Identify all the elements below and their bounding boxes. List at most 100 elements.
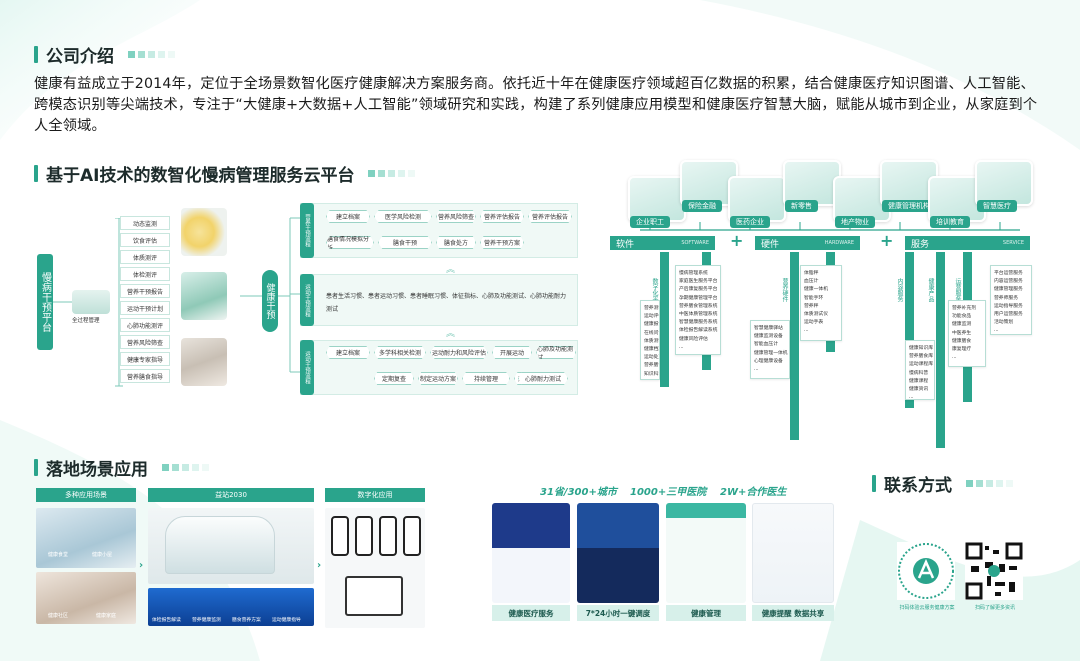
platform-list-item: 营养干预报告 [120, 284, 170, 298]
title-bar-decoration [34, 46, 38, 63]
qr-pattern-icon [965, 542, 1023, 600]
shot-caption-1: 健康医疗服务 [492, 605, 570, 621]
process-step: 心肺及功能测试 [536, 346, 576, 359]
stat-doctors: 2W+合作医生 [720, 487, 787, 498]
leaf-item: ... [679, 344, 684, 350]
leaf-item: 营养膳食管理系统 [679, 303, 718, 309]
contact-title: 联系方式 [884, 476, 952, 496]
software-header: 软件 SOFTWARE [610, 236, 715, 250]
leaf-item: 运动课程库 [909, 362, 933, 368]
dashboard-strip [148, 588, 314, 626]
dashboard-caption: 膳食营养方案 [232, 618, 261, 623]
process-step: 持续管理 [462, 372, 510, 385]
leaf-item: 用户运营服务 [994, 312, 1023, 318]
platform-list-item: 动态监测 [120, 216, 170, 230]
leaf-item: 知识科普 [644, 371, 659, 377]
platform-list-item: 营养膳食指导 [120, 369, 170, 383]
leaf-item: 智能血压计 [754, 342, 778, 348]
industry-card-label: 保险金融 [682, 200, 722, 212]
process-step: 开展运动 [492, 346, 532, 359]
leaf-item: 产后康复服务平台 [679, 287, 718, 293]
process-step: 营养评估报告 [528, 210, 572, 223]
leaf-item: 慢病管理系统 [679, 271, 708, 276]
stalk-label: 营养硬件 [781, 278, 788, 302]
industry-card-label: 智慧医疗 [977, 200, 1017, 212]
laptop-mockup [345, 576, 403, 616]
leaf-item: ... [804, 328, 809, 334]
service-label: 服务 [911, 239, 930, 250]
row-3-label: 运动干预流程 [300, 340, 314, 395]
leaf-item: 营养秤 [804, 303, 819, 309]
leaf-item: 健康知识库 [909, 346, 933, 351]
leaf-item: 运动评估 [644, 314, 659, 320]
software-en: SOFTWARE [681, 240, 709, 246]
title-bar-decoration [34, 165, 38, 182]
scene-image-home [36, 572, 136, 624]
shot-caption-4: 健康提醒 数据共享 [752, 605, 834, 621]
app-screenshot-1 [492, 503, 570, 603]
chevron-up-icon: ︽ [446, 265, 456, 275]
intervention-connectors [240, 217, 300, 373]
software-label: 软件 [616, 239, 635, 250]
qr-pattern-icon [898, 543, 954, 599]
arrow-right-icon: › [317, 560, 322, 571]
leaf-item: 功能食品 [952, 314, 972, 320]
leaf-item: 内容运营服务 [994, 279, 1023, 285]
leaf-item: 在线问诊 [644, 330, 659, 336]
leaf-item: 营养师服务 [994, 295, 1018, 301]
tree-leaf-card: 智慧健康驿站健康监测设备智能血压计健康管理一体机心理健康设备... [750, 320, 790, 380]
process-step: 营养干预方案 [480, 236, 524, 249]
tree-stalk [660, 252, 669, 387]
gym-photo [181, 338, 227, 386]
leaf-item: 运动处方 [644, 355, 659, 361]
leaf-item: ... [754, 367, 759, 373]
hardware-en: HARDWARE [824, 240, 854, 246]
dashboard-caption: 营养健康监测 [192, 618, 221, 623]
qr-caption-1: 扫码体验云服务健康方案 [899, 605, 955, 611]
title-squares-decoration [966, 480, 1013, 487]
leaf-item: 营养膳食 [644, 363, 659, 369]
process-step: 建立档案 [326, 346, 370, 359]
process-step: 多学科相关检测 [374, 346, 426, 359]
company-intro-text: 健康有益成立于2014年，定位于全场景数智化医疗健康解决方案服务商。依托近十年在… [34, 76, 1038, 134]
qr-code-miniprogram[interactable] [897, 542, 955, 600]
service-en: SERVICE [1002, 240, 1024, 246]
dashboard-caption: 体检报告解读 [152, 618, 181, 623]
scenario-head-3: 数字化应用 [325, 488, 425, 502]
phone-mockup [379, 516, 397, 556]
plus-icon: + [730, 231, 744, 250]
tree-leaf-card: 营养测评运动评估健康报告在线问诊体质测评健康档案运动处方营养膳食知识科普... [640, 300, 660, 380]
scenario-title: 落地场景应用 [46, 460, 148, 480]
leaf-item: 体检报告解读系统 [679, 328, 718, 334]
process-step: 营养风险筛查 [436, 210, 476, 223]
process-step: 运动耐力和风险评估 [430, 346, 488, 359]
row-2-label: 运动干预流程 [300, 274, 314, 326]
exercise-text-panel [300, 274, 578, 326]
leaf-item: 中医体质管理系统 [679, 312, 718, 318]
qr-code-wechat[interactable] [965, 542, 1023, 600]
arrow-right-icon: › [139, 560, 144, 571]
leaf-item: 健康资讯 [909, 387, 929, 393]
process-step: 定期复查 [374, 372, 414, 385]
process-step: 建立档案 [326, 210, 370, 223]
process-step: 心肺耐力测试 [518, 372, 568, 385]
leaf-item: 平台运营服务 [994, 271, 1023, 276]
plus-icon: + [880, 231, 894, 250]
process-step: 膳食情况模拟分析 [326, 236, 374, 249]
leaf-item: ... [909, 395, 914, 400]
company-section-title: 公司介绍 [34, 42, 175, 67]
stalk-label: 内容服务 [896, 278, 903, 302]
phone-mockup [403, 516, 421, 556]
process-step: 医学风险检测 [374, 210, 432, 223]
health-intervention-tag: 健康干预 [262, 270, 278, 332]
caption-community: 健康社区 [48, 613, 69, 619]
leaf-item: 健康监测设备 [754, 334, 783, 340]
platform-list-item: 饮食评估 [120, 233, 170, 247]
kiosk-device [165, 516, 275, 574]
stalk-label: 数字化平台 [651, 278, 658, 308]
scenario-head-1: 多种应用场景 [36, 488, 136, 502]
title-squares-decoration [162, 464, 209, 471]
leaf-item: 活动策划 [994, 320, 1014, 326]
platform-list-item: 体质测评 [120, 250, 170, 264]
tree-stalk [936, 252, 945, 448]
